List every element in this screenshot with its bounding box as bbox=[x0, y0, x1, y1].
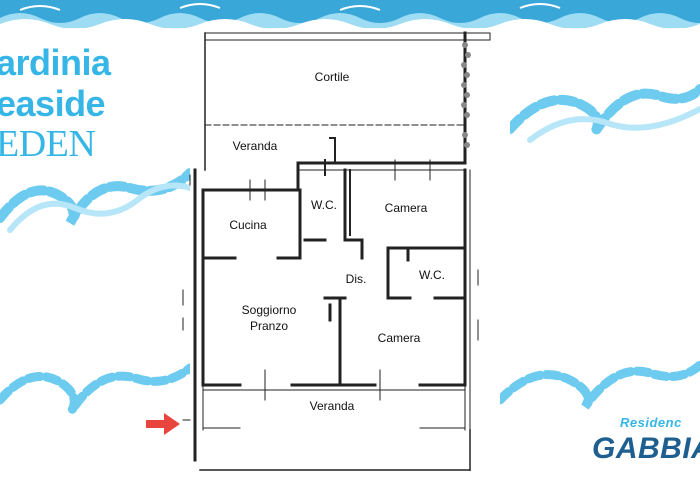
wave-icon bbox=[0, 168, 190, 233]
room-label-camera-top: Camera bbox=[385, 201, 428, 215]
room-label-pranzo: Pranzo bbox=[250, 319, 288, 333]
top-wave-border bbox=[0, 0, 700, 28]
room-label-soggiorno: Soggiorno bbox=[242, 303, 297, 317]
room-label-cucina: Cucina bbox=[229, 218, 267, 232]
residence-label: Residenc bbox=[620, 415, 682, 430]
brand-title: ardinia easide EDEN bbox=[0, 42, 111, 165]
wave-icon bbox=[500, 360, 700, 410]
wave-icon bbox=[510, 84, 700, 143]
room-label-veranda-top: Veranda bbox=[233, 139, 278, 153]
wave-icon bbox=[0, 363, 190, 413]
room-label-cortile: Cortile bbox=[315, 70, 350, 84]
residence-name-logo: GABBIA bbox=[592, 432, 700, 465]
room-label-dis: Dis. bbox=[346, 272, 367, 286]
brand-line-1: ardinia bbox=[0, 42, 111, 83]
room-label-veranda-bottom: Veranda bbox=[310, 399, 355, 413]
room-label-wc-left: W.C. bbox=[311, 198, 337, 212]
room-label-wc-right: W.C. bbox=[419, 268, 445, 282]
brand-line-2: easide bbox=[0, 83, 106, 124]
entrance-arrow-icon bbox=[146, 413, 180, 435]
room-label-camera-bottom: Camera bbox=[378, 331, 421, 345]
brand-line-3: EDEN bbox=[0, 123, 96, 165]
